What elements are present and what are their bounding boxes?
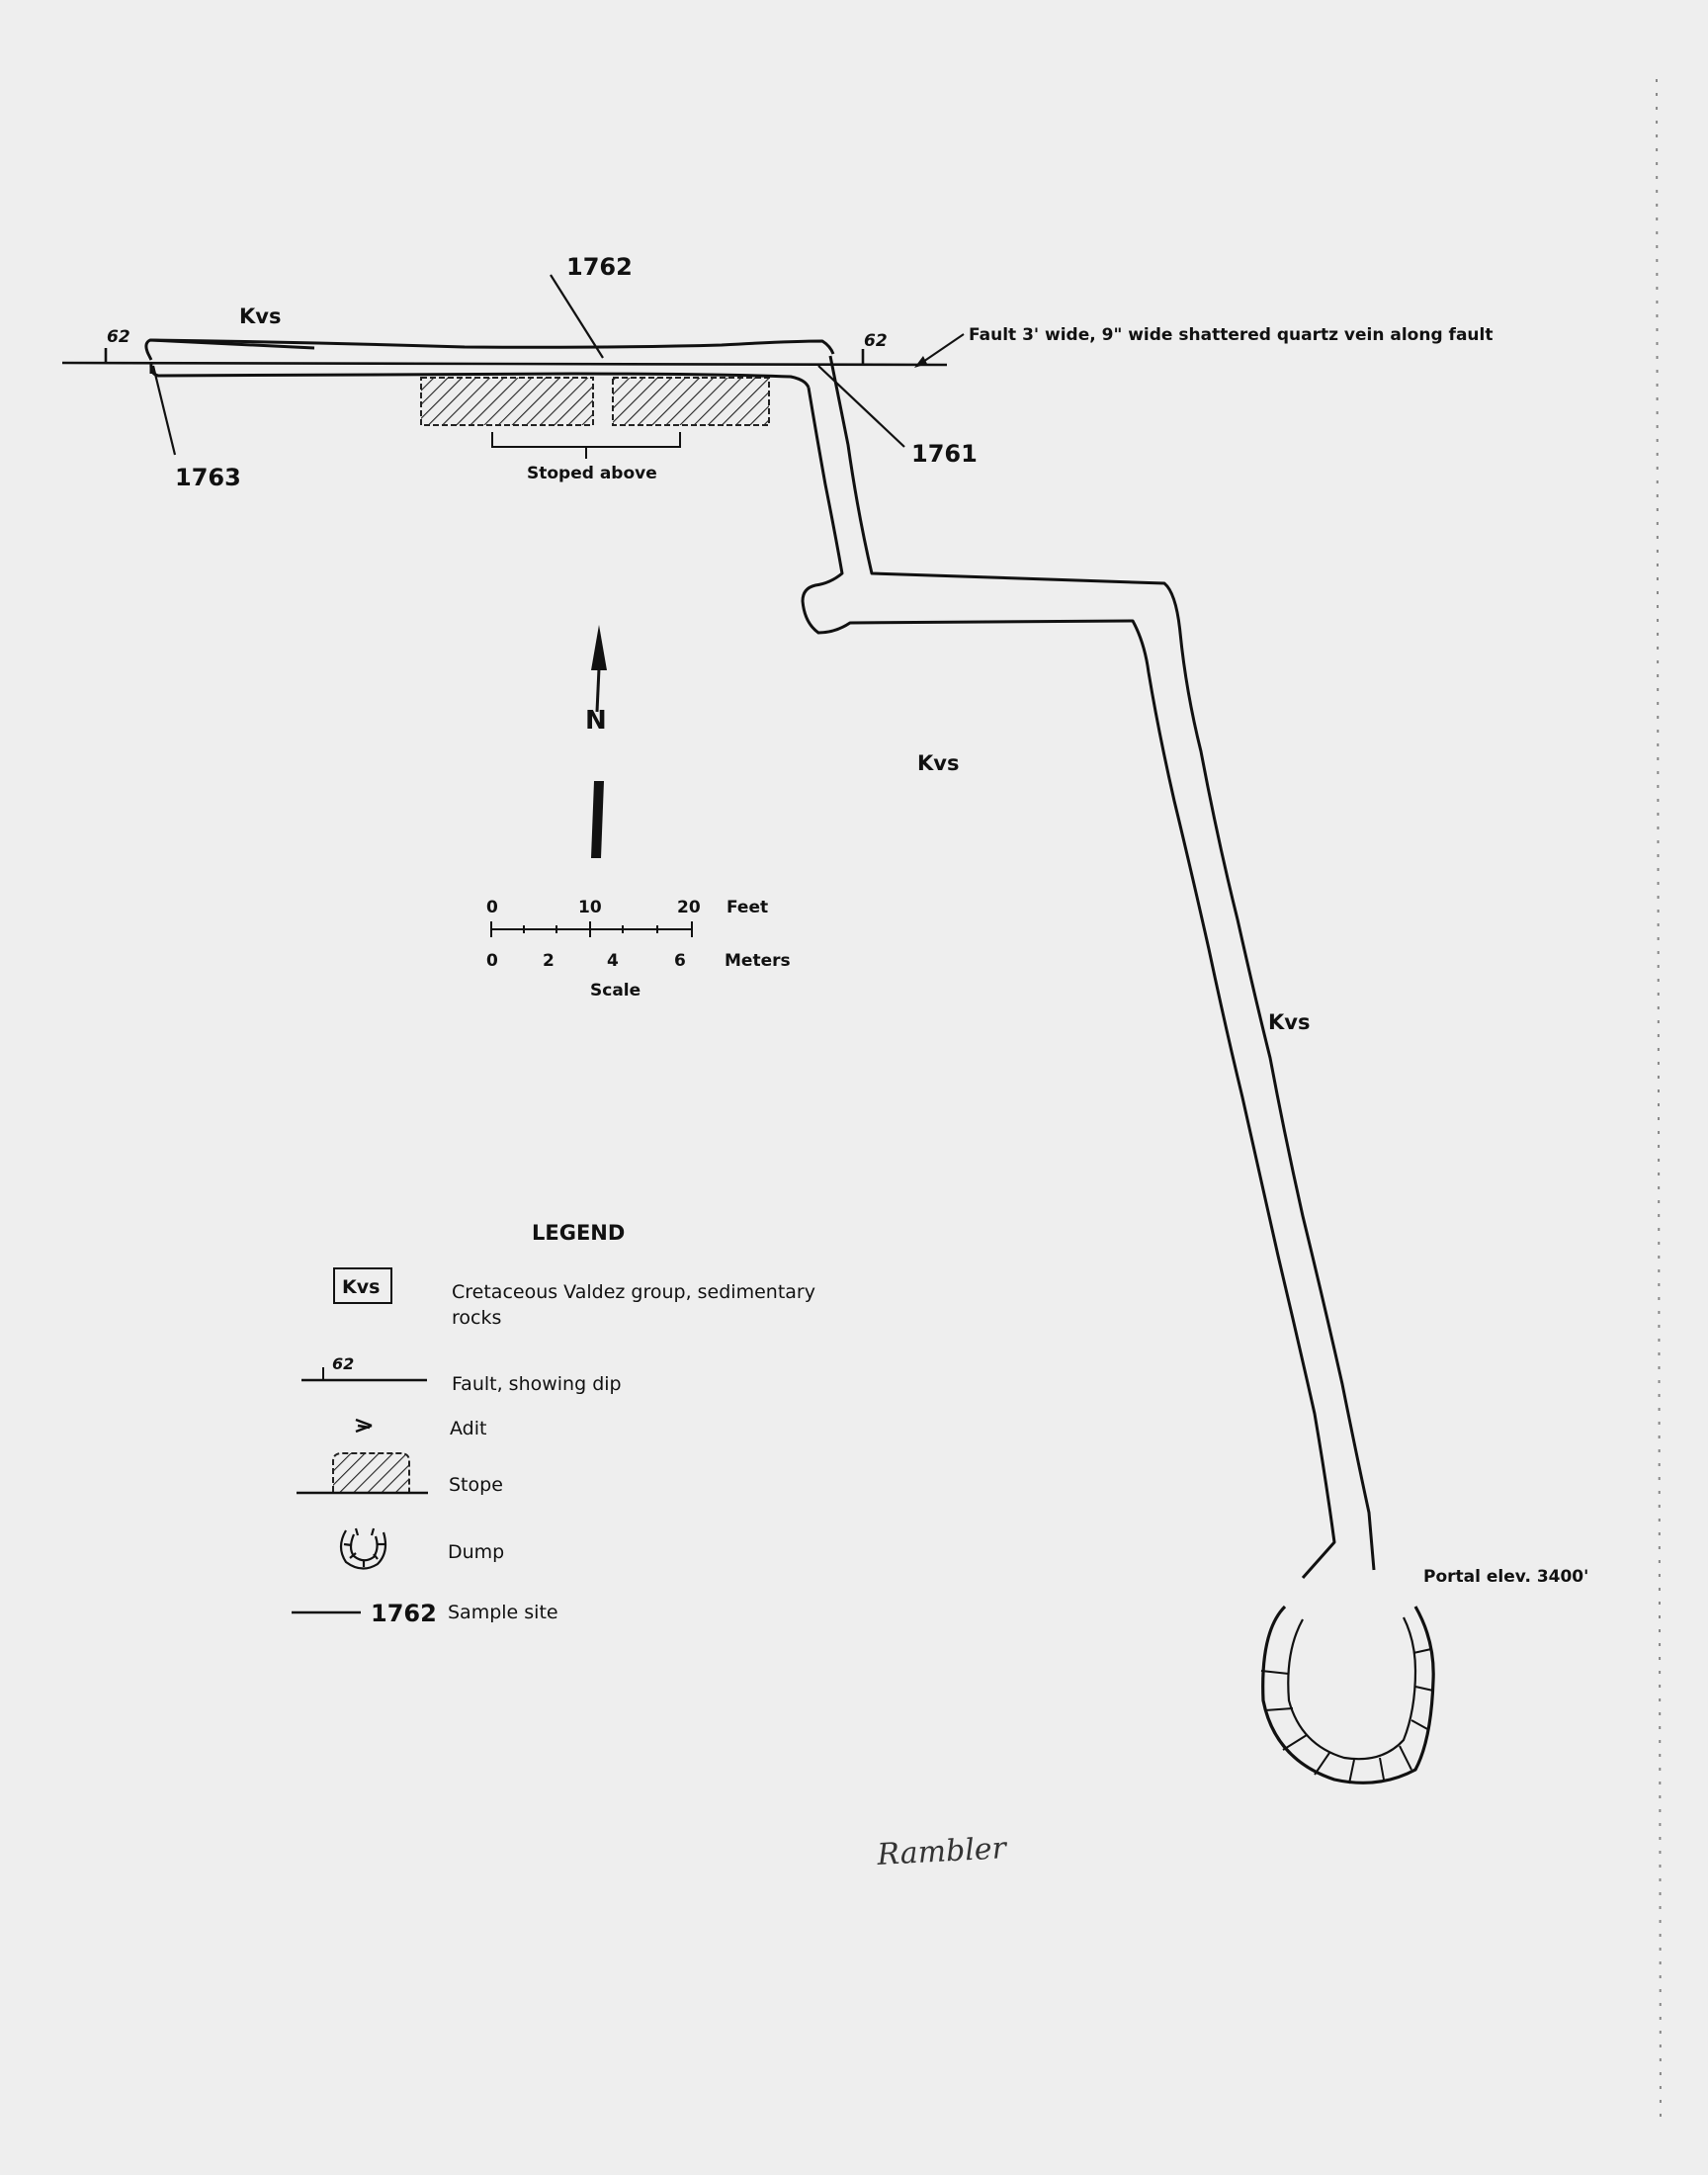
scale-m-0: 0 bbox=[486, 951, 498, 971]
legend-kvs-label-2: rocks bbox=[452, 1307, 501, 1329]
scale-m-4: 4 bbox=[607, 951, 619, 971]
legend-dump-label: Dump bbox=[448, 1541, 504, 1563]
legend-item-dump: Dump bbox=[339, 1527, 504, 1570]
fault-dip-west: 62 bbox=[107, 327, 130, 347]
dump bbox=[1260, 1605, 1435, 1784]
scale-m-2: 2 bbox=[543, 951, 555, 971]
sample-1763-label: 1763 bbox=[175, 464, 241, 491]
legend-item-kvs: Kvs Cretaceous Valdez group, sedimentary… bbox=[333, 1267, 815, 1329]
north-arrow-icon bbox=[591, 625, 607, 858]
legend-kvs-symbol: Kvs bbox=[342, 1276, 380, 1298]
legend-fault-dip: 62 bbox=[332, 1354, 354, 1373]
scale-feet-10: 10 bbox=[578, 898, 602, 917]
stope-area bbox=[420, 377, 770, 426]
mine-workings bbox=[144, 338, 1376, 1579]
fault-note-leader bbox=[914, 333, 965, 368]
scale-caption: Scale bbox=[590, 981, 640, 1000]
handwritten-note: Rambler bbox=[876, 1831, 1009, 1872]
legend-stope-label: Stope bbox=[449, 1474, 503, 1496]
legend-item-fault: 62 Fault, showing dip bbox=[301, 1354, 622, 1395]
scale-feet-0: 0 bbox=[486, 898, 498, 917]
fault-line bbox=[61, 348, 948, 367]
scale-m-label: Meters bbox=[725, 951, 791, 971]
scale-feet-20: 20 bbox=[677, 898, 701, 917]
legend-kvs-box bbox=[333, 1267, 392, 1304]
legend-sample-label: Sample site bbox=[448, 1602, 558, 1623]
stope-label: Stoped above bbox=[527, 464, 657, 483]
unit-label-north: Kvs bbox=[239, 304, 281, 328]
scan-edge-artifact bbox=[1656, 78, 1662, 2127]
scale-m-6: 6 bbox=[674, 951, 686, 971]
fault-dip-east: 62 bbox=[864, 331, 888, 351]
north-label: N bbox=[585, 706, 607, 736]
adit-icon bbox=[355, 1418, 373, 1434]
legend-fault-label: Fault, showing dip bbox=[452, 1373, 622, 1395]
stope-bracket bbox=[491, 432, 681, 459]
scale-bar bbox=[490, 921, 693, 937]
legend-item-stope: Stope bbox=[297, 1452, 503, 1496]
stope-icon bbox=[332, 1452, 410, 1492]
sample-1761-label: 1761 bbox=[911, 440, 978, 468]
legend-title: LEGEND bbox=[532, 1221, 625, 1245]
legend-item-adit: Adit bbox=[355, 1418, 486, 1439]
portal-label: Portal elev. 3400' bbox=[1423, 1567, 1588, 1587]
legend-sample-symbol: 1762 bbox=[371, 1600, 437, 1627]
legend-kvs-label-1: Cretaceous Valdez group, sedimentary bbox=[452, 1281, 815, 1303]
unit-label-east: Kvs bbox=[1268, 1010, 1310, 1034]
legend-adit-label: Adit bbox=[450, 1418, 486, 1439]
fault-note: Fault 3' wide, 9" wide shattered quartz … bbox=[969, 325, 1493, 345]
sample-leaders bbox=[151, 274, 905, 456]
unit-label-center: Kvs bbox=[917, 751, 959, 775]
legend-item-sample: 1762 Sample site bbox=[292, 1600, 558, 1627]
sample-1762-label: 1762 bbox=[566, 253, 633, 281]
scale-feet-label: Feet bbox=[726, 898, 768, 917]
dump-icon bbox=[339, 1527, 387, 1570]
